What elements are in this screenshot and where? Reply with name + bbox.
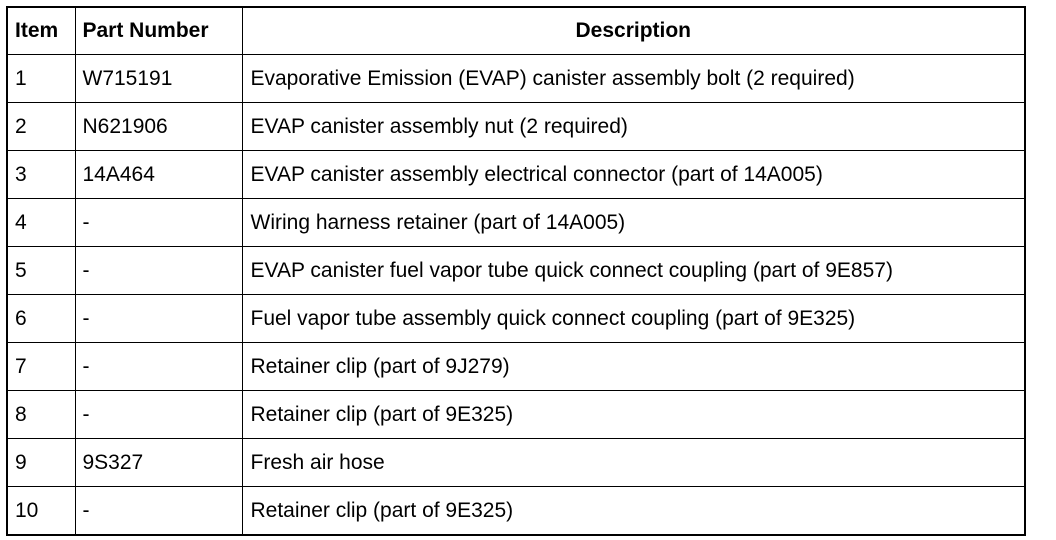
table-row: 5 - EVAP canister fuel vapor tube quick … — [6, 246, 1026, 295]
cell-item: 1 — [6, 54, 76, 103]
cell-description: EVAP canister assembly electrical connec… — [241, 150, 1026, 199]
table-row: 3 14A464 EVAP canister assembly electric… — [6, 150, 1026, 199]
table-row: 7 - Retainer clip (part of 9J279) — [6, 342, 1026, 391]
cell-part-number: - — [74, 342, 243, 391]
cell-description: Evaporative Emission (EVAP) canister ass… — [241, 54, 1026, 103]
cell-description: Fuel vapor tube assembly quick connect c… — [241, 294, 1026, 343]
table-row: 10 - Retainer clip (part of 9E325) — [6, 486, 1026, 536]
cell-part-number: - — [74, 486, 243, 536]
cell-part-number: 14A464 — [74, 150, 243, 199]
cell-description: EVAP canister fuel vapor tube quick conn… — [241, 246, 1026, 295]
cell-item: 6 — [6, 294, 76, 343]
cell-item: 2 — [6, 102, 76, 151]
column-header-part-number: Part Number — [74, 6, 243, 55]
table-row: 4 - Wiring harness retainer (part of 14A… — [6, 198, 1026, 247]
cell-item: 4 — [6, 198, 76, 247]
table-row: 1 W715191 Evaporative Emission (EVAP) ca… — [6, 54, 1026, 103]
cell-part-number: 9S327 — [74, 438, 243, 487]
cell-part-number: W715191 — [74, 54, 243, 103]
table-row: 6 - Fuel vapor tube assembly quick conne… — [6, 294, 1026, 343]
cell-item: 10 — [6, 486, 76, 536]
table-header-row: Item Part Number Description — [6, 6, 1026, 55]
cell-description: Retainer clip (part of 9E325) — [241, 486, 1026, 536]
cell-description: EVAP canister assembly nut (2 required) — [241, 102, 1026, 151]
column-header-description: Description — [241, 6, 1026, 55]
parts-table: Item Part Number Description 1 W715191 E… — [6, 6, 1026, 536]
cell-description: Wiring harness retainer (part of 14A005) — [241, 198, 1026, 247]
cell-description: Retainer clip (part of 9J279) — [241, 342, 1026, 391]
table-row: 8 - Retainer clip (part of 9E325) — [6, 390, 1026, 439]
cell-description: Retainer clip (part of 9E325) — [241, 390, 1026, 439]
cell-part-number: - — [74, 246, 243, 295]
table-row: 2 N621906 EVAP canister assembly nut (2 … — [6, 102, 1026, 151]
cell-item: 5 — [6, 246, 76, 295]
column-header-item: Item — [6, 6, 76, 55]
cell-item: 9 — [6, 438, 76, 487]
cell-part-number: - — [74, 198, 243, 247]
cell-part-number: - — [74, 294, 243, 343]
cell-description: Fresh air hose — [241, 438, 1026, 487]
cell-item: 3 — [6, 150, 76, 199]
cell-item: 8 — [6, 390, 76, 439]
table-row: 9 9S327 Fresh air hose — [6, 438, 1026, 487]
cell-item: 7 — [6, 342, 76, 391]
cell-part-number: N621906 — [74, 102, 243, 151]
cell-part-number: - — [74, 390, 243, 439]
